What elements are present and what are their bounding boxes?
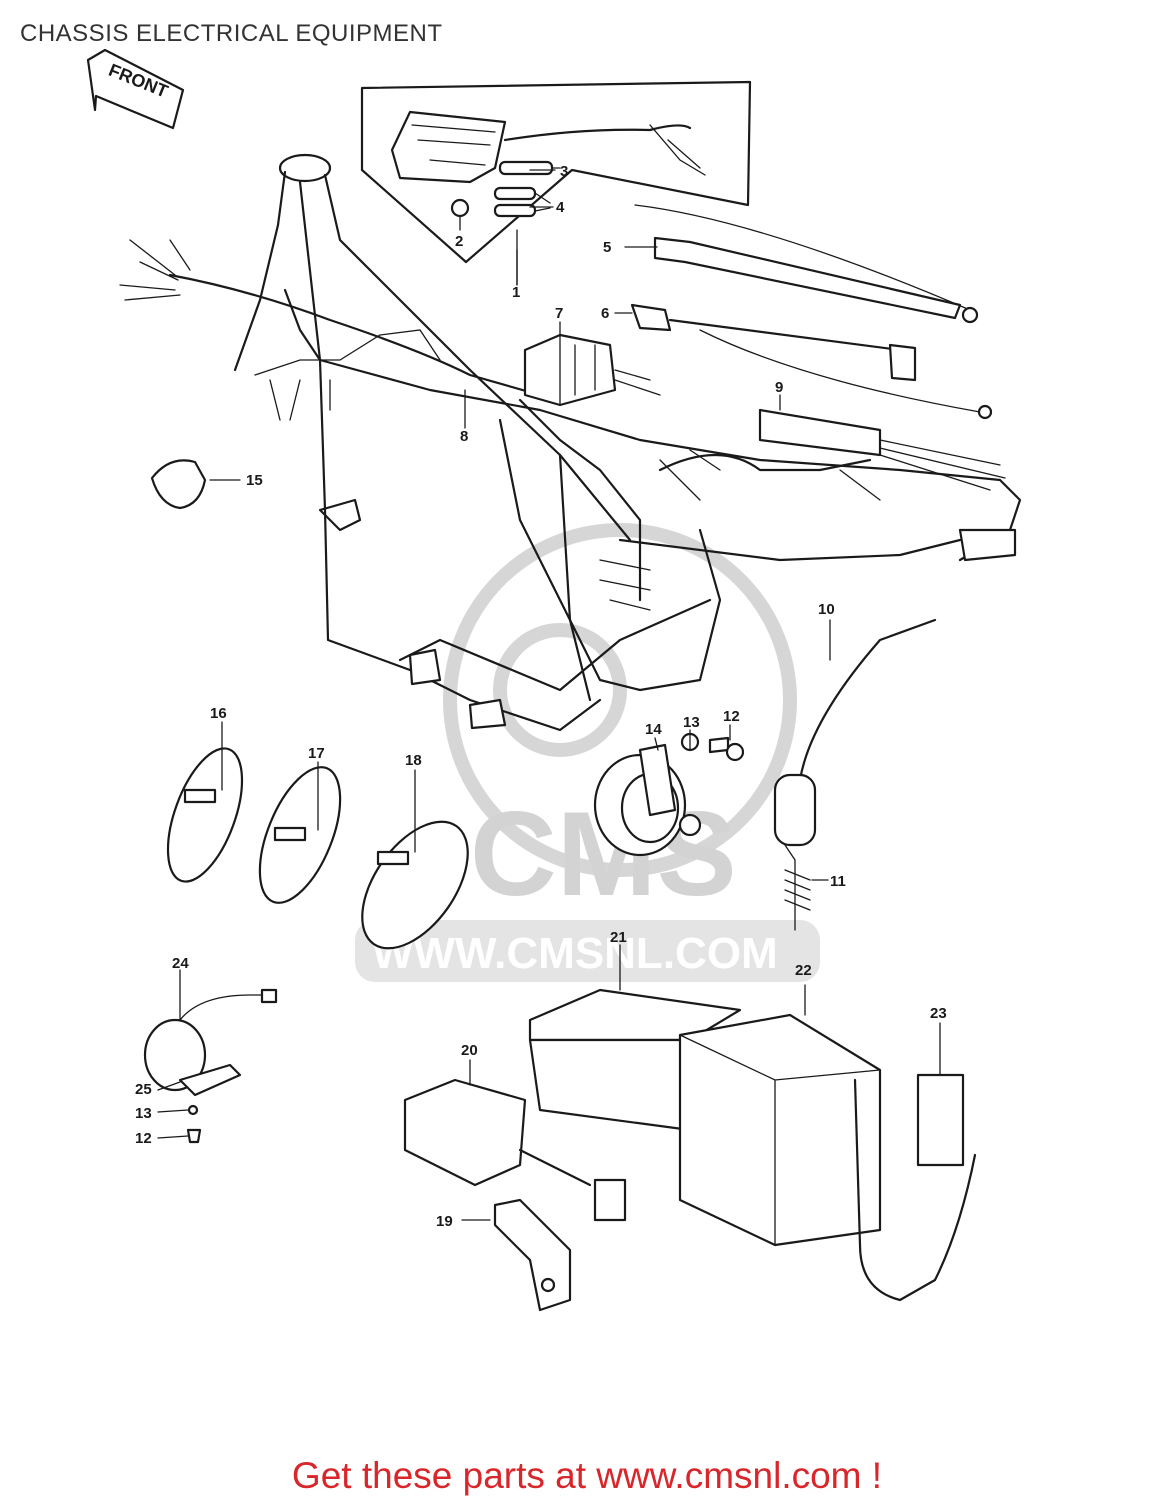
battery bbox=[678, 1013, 977, 1302]
callout-20: 20 bbox=[461, 1042, 478, 1059]
callout-14: 14 bbox=[645, 721, 662, 738]
callout-17: 17 bbox=[308, 745, 325, 762]
callout-9: 9 bbox=[775, 379, 783, 396]
front-arrow-icon: FRONT bbox=[86, 48, 185, 130]
callout-5: 5 bbox=[603, 239, 611, 256]
callout-13b: 13 bbox=[135, 1105, 152, 1122]
callout-12b: 12 bbox=[135, 1130, 152, 1147]
label-23 bbox=[916, 1073, 965, 1167]
page-title: CHASSIS ELECTRICAL EQUIPMENT bbox=[20, 20, 443, 47]
callout-12: 12 bbox=[723, 708, 740, 725]
callout-19: 19 bbox=[436, 1213, 453, 1230]
callout-4: 4 bbox=[556, 199, 565, 216]
fuse-box-assembly bbox=[360, 80, 752, 286]
parts-diagram: CMS WWW.CMSNL.COM FRONT bbox=[86, 48, 1022, 1312]
callout-1: 1 bbox=[512, 284, 520, 301]
callout-24: 24 bbox=[172, 955, 189, 972]
battery-cables bbox=[630, 204, 993, 420]
callout-18: 18 bbox=[405, 752, 422, 769]
callout-25: 25 bbox=[135, 1081, 152, 1098]
flasher bbox=[143, 988, 278, 1144]
band-18 bbox=[361, 820, 469, 950]
brake-light-switch bbox=[773, 618, 937, 931]
callout-22: 22 bbox=[795, 962, 812, 979]
callout-23: 23 bbox=[930, 1005, 947, 1022]
horn bbox=[593, 732, 745, 857]
callout-7: 7 bbox=[555, 305, 563, 322]
watermark-logo: CMS WWW.CMSNL.COM bbox=[355, 523, 820, 982]
callout-16: 16 bbox=[210, 705, 227, 722]
callout-13: 13 bbox=[683, 714, 700, 731]
watermark-url: WWW.CMSNL.COM bbox=[372, 929, 778, 978]
relay-15 bbox=[150, 459, 207, 510]
callout-21: 21 bbox=[610, 929, 627, 946]
callout-10: 10 bbox=[818, 601, 835, 618]
band-16 bbox=[166, 747, 244, 883]
bracket-19 bbox=[493, 1198, 572, 1312]
callout-6: 6 bbox=[601, 305, 609, 322]
motorcycle-frame bbox=[233, 153, 1022, 732]
junction-box bbox=[523, 333, 661, 407]
callout-labels: 1 2 3 4 5 6 7 8 9 10 11 12 13 14 15 16 1… bbox=[135, 163, 947, 1230]
band-17 bbox=[258, 766, 342, 904]
callout-8: 8 bbox=[460, 428, 468, 445]
callout-15: 15 bbox=[246, 472, 263, 489]
rectifier-20 bbox=[403, 1078, 627, 1222]
wiring-harness bbox=[119, 239, 881, 611]
callout-2: 2 bbox=[455, 233, 463, 250]
leader-lines bbox=[157, 169, 941, 1221]
cta-link[interactable]: Get these parts at www.cmsnl.com ! bbox=[291, 1455, 883, 1496]
battery-case bbox=[528, 988, 742, 1132]
connector-strip bbox=[758, 408, 1006, 491]
callout-3: 3 bbox=[560, 163, 568, 180]
callout-11: 11 bbox=[830, 873, 846, 890]
